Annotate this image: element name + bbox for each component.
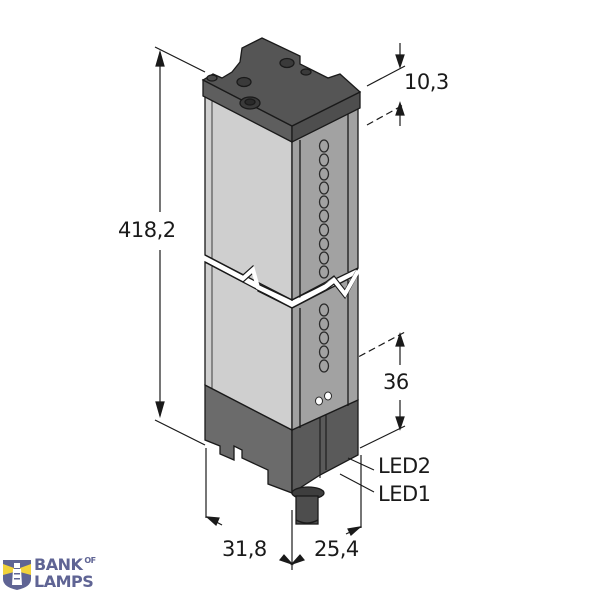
led-spacing-dimension-label: 36 xyxy=(383,370,409,394)
width-dimension-label: 25,4 xyxy=(314,537,359,561)
led1-label: LED1 xyxy=(378,482,431,506)
base-dimensions xyxy=(205,448,362,570)
logo-text-lamps: LAMPS xyxy=(34,572,94,591)
led1-indicator xyxy=(315,396,323,406)
cap-offset-dimension-label: 10,3 xyxy=(404,70,449,94)
main-body xyxy=(204,93,359,432)
height-dimension xyxy=(154,46,206,446)
top-cap xyxy=(201,37,362,144)
logo-text-of: OF xyxy=(84,556,96,565)
led-column xyxy=(318,139,330,373)
status-leds xyxy=(315,391,332,406)
logo-text-bank: BANK xyxy=(34,555,83,574)
lighthouse-shield-icon xyxy=(3,560,31,590)
cap-offset-dimension xyxy=(366,43,406,126)
led2-indicator xyxy=(324,391,332,401)
break-line xyxy=(204,254,360,309)
led2-label: LED2 xyxy=(378,454,431,478)
depth-dimension-label: 31,8 xyxy=(222,537,267,561)
height-dimension-label: 418,2 xyxy=(118,218,176,242)
